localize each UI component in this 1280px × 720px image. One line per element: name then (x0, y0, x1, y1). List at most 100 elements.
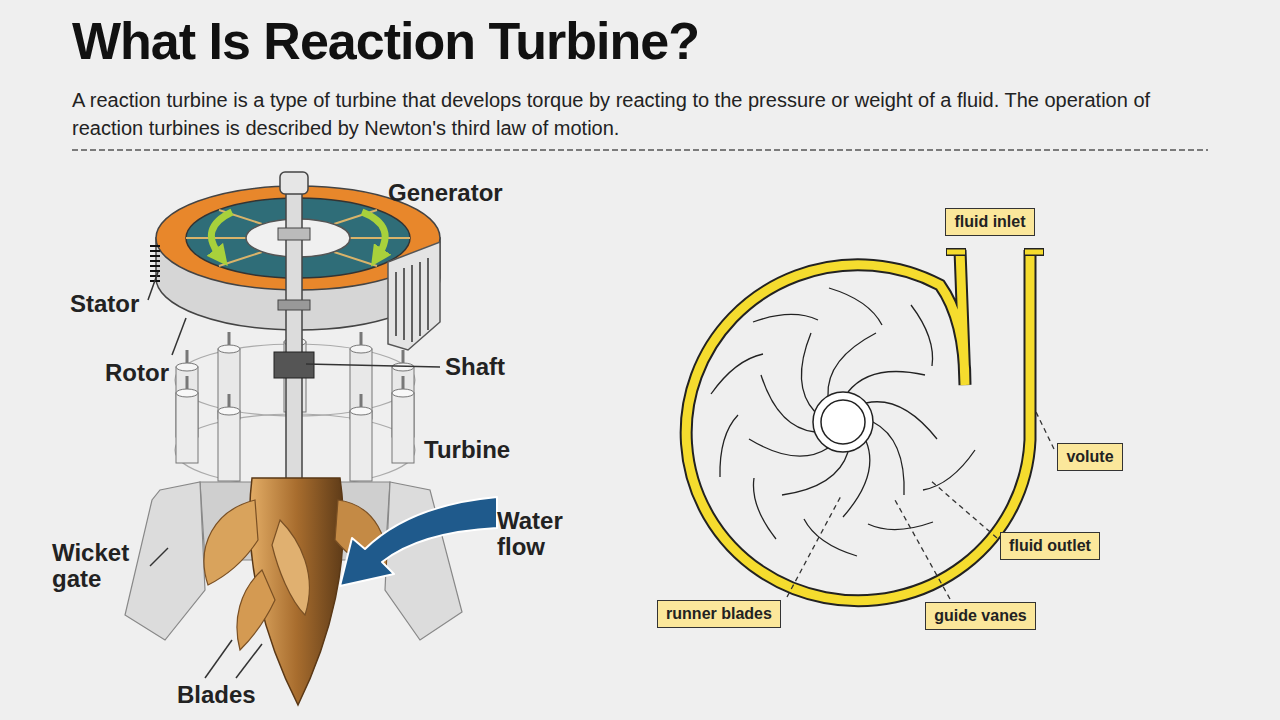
generator-drawing (150, 246, 160, 281)
wicket-gate-drawing (402, 376, 405, 389)
guide-vane-drawing (711, 354, 763, 394)
intro-caption: A reaction turbine is a type of turbine … (72, 86, 1212, 142)
box-label: volute (1066, 447, 1113, 466)
label-box: fluid outlet (1000, 532, 1100, 560)
volute-drawing (946, 248, 1044, 256)
runner-blade-drawing (866, 402, 937, 439)
shaft-drawing (274, 172, 314, 500)
generator-drawing (396, 258, 428, 342)
runner-blade-drawing (749, 333, 937, 517)
wicket-gate-drawing (350, 411, 372, 481)
guide-vane-drawing (829, 288, 882, 325)
leader-line (895, 500, 950, 599)
shaft-drawing (278, 228, 310, 240)
box-label: guide vanes (934, 606, 1026, 625)
part-label: Shaft (445, 354, 505, 380)
runner-blade-drawing (873, 422, 904, 495)
runner-drawing (204, 478, 386, 705)
part-label: Stator (70, 291, 139, 317)
wicket-gate-drawing (228, 332, 231, 345)
shaft-drawing (278, 300, 310, 310)
guide-vane-drawing (753, 314, 818, 322)
wicket-gate-drawing (218, 394, 240, 481)
volute-drawing (947, 250, 1043, 255)
part-label: Water flow (497, 508, 592, 561)
guide-vane-drawing (711, 288, 975, 556)
leader-line (787, 412, 1054, 599)
runner-blade-drawing (761, 375, 815, 432)
label-box: runner blades (657, 600, 781, 628)
wicket-gate-drawing (392, 376, 414, 463)
box-label: fluid inlet (954, 212, 1025, 231)
wicket-gate-drawing (176, 376, 414, 481)
wicket-gate-drawing (176, 389, 198, 397)
wicket-gate-drawing (218, 349, 240, 419)
water-flow-arrow (340, 497, 497, 586)
part-label: Blades (177, 682, 256, 708)
leader-line (930, 480, 997, 538)
part-label: Generator (388, 180, 503, 206)
wicket-gate-drawing (360, 332, 363, 345)
leader-line (787, 494, 842, 597)
runner-blade-drawing (821, 400, 865, 444)
page-title: What Is Reaction Turbine? (72, 10, 699, 72)
leader-line (148, 272, 440, 678)
label-box: guide vanes (925, 602, 1036, 630)
part-label: Turbine (424, 437, 510, 463)
leader-line (236, 644, 262, 678)
guide-vane-drawing (753, 478, 776, 539)
runner-blade-drawing (782, 452, 848, 495)
wicket-gate-drawing (392, 393, 414, 463)
runner-blade-drawing (848, 371, 925, 392)
wicket-gate-drawing (186, 376, 189, 389)
wicket-gate-drawing (350, 349, 372, 419)
runner-blade-drawing (813, 392, 873, 452)
wicket-gate-drawing (218, 345, 240, 353)
volute-drawing (686, 250, 1030, 601)
wicket-gate-drawing (218, 407, 240, 415)
runner-drawing (272, 520, 309, 615)
wicket-gate-drawing (392, 389, 414, 397)
dashed-rule (72, 149, 1208, 151)
guide-vane-drawing (923, 450, 975, 490)
leader-line (150, 548, 168, 566)
shaft-drawing (280, 172, 308, 194)
leader-line (306, 364, 440, 367)
box-label: fluid outlet (1009, 536, 1091, 555)
wicket-gate-drawing (350, 394, 372, 481)
label-box: fluid inlet (945, 208, 1035, 236)
turbine-housing (125, 482, 205, 640)
generator-drawing (362, 212, 385, 256)
leader-line (148, 272, 158, 300)
guide-vane-drawing (868, 522, 933, 530)
guide-vane-drawing (804, 519, 857, 556)
part-label: Rotor (105, 360, 169, 386)
wicket-gate-drawing (350, 407, 372, 415)
volute-drawing (686, 250, 1030, 601)
runner-drawing (204, 500, 258, 585)
wicket-gate-drawing (218, 411, 240, 481)
wicket-gate-drawing (176, 363, 198, 371)
shaft-drawing (274, 352, 314, 378)
guide-vane-drawing (720, 415, 738, 477)
runner-blade-drawing (828, 333, 876, 396)
wicket-gate-drawing (176, 376, 198, 463)
wicket-gate-drawing (402, 350, 405, 363)
part-label: Wicket gate (52, 540, 148, 593)
wicket-gate-drawing (360, 394, 363, 407)
runner-blade-drawing (749, 439, 828, 456)
runner-blade-drawing (801, 333, 815, 412)
wicket-gate-drawing (350, 332, 372, 419)
runner-drawing (237, 570, 275, 650)
generator-drawing (388, 242, 440, 350)
leader-line (172, 318, 186, 355)
wicket-gate-drawing (176, 393, 198, 463)
wicket-gate-drawing (186, 350, 189, 363)
wicket-gate-drawing (218, 332, 240, 419)
leader-line (205, 640, 232, 678)
wicket-gate-drawing (228, 394, 231, 407)
wicket-gate-drawing (350, 345, 372, 353)
volute-drawing (686, 250, 1044, 601)
leader-line (1036, 412, 1054, 449)
